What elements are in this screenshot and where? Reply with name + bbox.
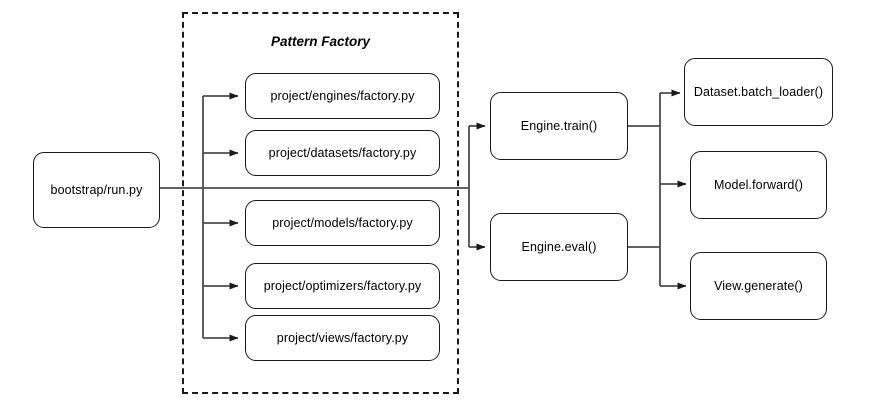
pattern-factory-group: [182, 12, 459, 394]
node-view-generate[interactable]: View.generate(): [690, 252, 827, 320]
node-engine-eval-label: Engine.eval(): [521, 239, 597, 254]
node-optimizers-factory[interactable]: project/optimizers/factory.py: [245, 263, 440, 309]
node-model-forward[interactable]: Model.forward(): [690, 151, 827, 219]
node-engine-eval[interactable]: Engine.eval(): [490, 213, 628, 281]
node-dataset-batch-loader-label: Dataset.batch_loader(): [693, 84, 824, 99]
node-engine-train-label: Engine.train(): [520, 118, 598, 133]
node-models-factory-label: project/models/factory.py: [272, 215, 413, 230]
node-bootstrap-run[interactable]: bootstrap/run.py: [33, 152, 160, 228]
node-engines-factory[interactable]: project/engines/factory.py: [245, 73, 440, 119]
node-engine-train[interactable]: Engine.train(): [490, 92, 628, 160]
node-dataset-batch-loader[interactable]: Dataset.batch_loader(): [684, 58, 833, 126]
node-datasets-factory-label: project/datasets/factory.py: [268, 145, 417, 160]
node-models-factory[interactable]: project/models/factory.py: [245, 200, 440, 246]
node-engines-factory-label: project/engines/factory.py: [270, 88, 415, 103]
node-views-factory[interactable]: project/views/factory.py: [245, 315, 440, 361]
node-views-factory-label: project/views/factory.py: [276, 330, 409, 345]
node-optimizers-factory-label: project/optimizers/factory.py: [263, 278, 422, 293]
node-view-generate-label: View.generate(): [714, 278, 803, 293]
pattern-factory-group-title: Pattern Factory: [270, 34, 371, 49]
node-bootstrap-run-label: bootstrap/run.py: [50, 182, 143, 197]
node-datasets-factory[interactable]: project/datasets/factory.py: [245, 130, 440, 176]
node-model-forward-label: Model.forward(): [713, 177, 804, 192]
